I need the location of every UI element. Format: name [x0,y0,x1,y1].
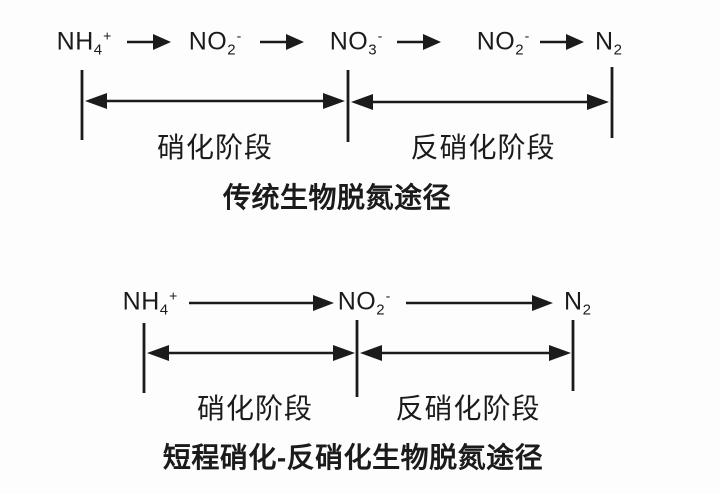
species-formula-no2: NO2- [337,287,391,318]
reaction-arrow-icon [189,295,334,311]
formula-base: NH [56,27,94,56]
reaction-arrow-icon [397,34,441,50]
formula-base: N [564,287,583,316]
formula-base: NO [476,27,516,56]
stage-label-denitrification: 反硝化阶段 [410,132,556,163]
reaction-arrow-icon [260,34,304,50]
formula-base: NO [329,27,369,56]
formula-subscript: 3 [368,41,377,59]
stage-label-nitrification: 硝化阶段 [156,132,274,163]
formula-subscript: 4 [159,301,169,319]
formula-base: NO [188,27,228,56]
reaction-arrow-icon [406,295,553,311]
formula-subscript: 4 [93,41,103,59]
species-formula-no2: NO2- [188,27,242,58]
formula-superscript: + [169,287,178,304]
formula-base: NO [337,287,377,316]
species-formula-nh4: NH4+ [122,287,178,318]
formula-superscript: - [524,27,530,44]
stage-label-nitrification: 硝化阶段 [196,393,314,424]
formula-superscript: - [377,27,383,44]
measure-arrow-icon [147,345,355,361]
formula-superscript: - [236,27,242,44]
reaction-arrow-icon [540,34,584,50]
formula-subscript: 2 [376,301,385,319]
formula-subscript: 2 [613,41,622,59]
formula-subscript: 2 [227,41,236,59]
species-formula-n2: N2 [564,287,592,318]
formula-superscript: - [385,287,391,304]
species-formula-no2: NO2- [476,27,530,58]
formula-subscript: 2 [582,301,591,319]
species-formula-n2: N2 [595,27,623,58]
reaction-arrow-icon [127,34,171,50]
figure-title-shortcut-pathway: 短程硝化-反硝化生物脱氮途径 [162,442,544,473]
species-formula-no3: NO3- [329,27,383,58]
formula-base: NH [122,287,160,316]
stage-label-denitrification: 反硝化阶段 [395,393,541,424]
measure-arrow-icon [351,94,609,110]
measure-arrow-icon [360,345,571,361]
measure-arrow-icon [85,93,345,109]
formula-subscript: 2 [515,41,524,59]
species-formula-nh4: NH4+ [56,27,112,58]
formula-superscript: + [103,27,112,44]
figure-title-traditional-pathway: 传统生物脱氮途径 [222,182,452,213]
formula-base: N [595,27,614,56]
